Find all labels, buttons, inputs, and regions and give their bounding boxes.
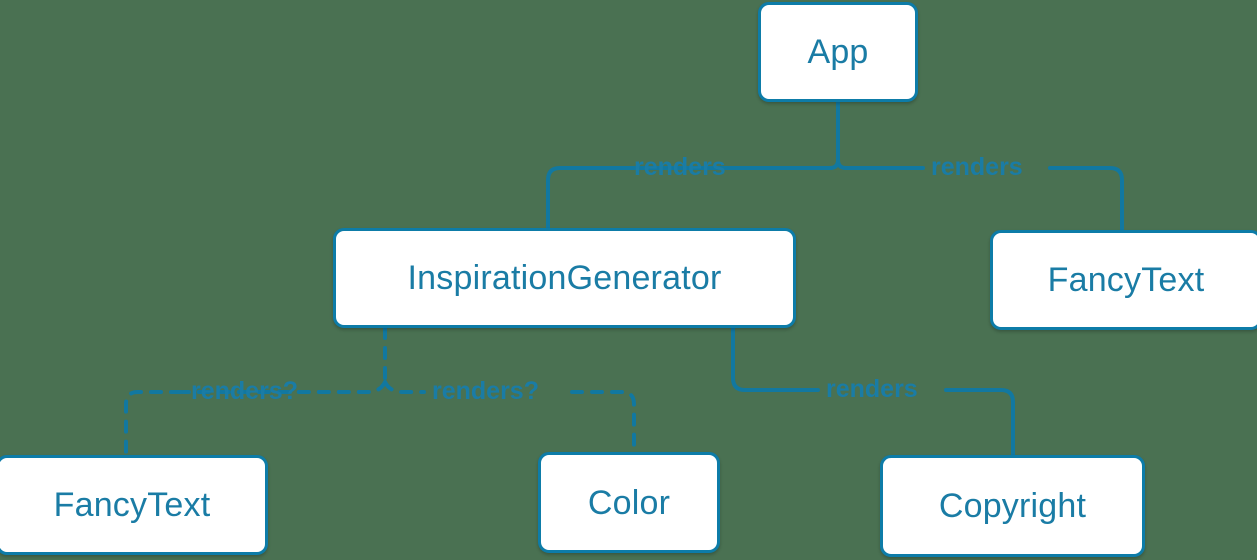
edge-label-inspiration-generator-color: renders? xyxy=(432,377,539,405)
node-fancytext-left[interactable]: FancyText xyxy=(0,455,268,555)
node-app[interactable]: App xyxy=(758,2,918,102)
edge-label-app-inspiration-generator: renders xyxy=(634,153,726,181)
edge-inspgen-fancytext-corner xyxy=(124,390,183,457)
node-color-label: Color xyxy=(587,483,671,522)
edge-label-inspiration-generator-fancytext: renders? xyxy=(191,377,298,405)
node-fancytext-left-label: FancyText xyxy=(53,486,211,524)
edge-inspgen-copyright-corner xyxy=(944,388,1015,457)
edge-inspgen-color xyxy=(383,380,426,394)
edge-label-app-fancytext: renders xyxy=(931,153,1023,181)
node-inspiration-generator[interactable]: InspirationGenerator xyxy=(333,228,796,328)
edge-app-inspgen-corner xyxy=(546,166,628,230)
edge-app-trunk xyxy=(836,100,848,170)
node-fancytext-right[interactable]: FancyText xyxy=(990,230,1257,330)
node-copyright-label: Copyright xyxy=(938,487,1087,525)
edge-inspgen-copyright xyxy=(731,326,820,392)
node-color[interactable]: Color xyxy=(538,452,720,553)
edge-app-fancy-right-corner xyxy=(1048,166,1124,232)
node-copyright[interactable]: Copyright xyxy=(880,455,1145,557)
edge-inspgen-color-corner xyxy=(570,390,636,454)
node-app-label: App xyxy=(807,33,869,71)
node-inspiration-generator-label: InspirationGenerator xyxy=(407,259,722,297)
node-fancytext-right-label: FancyText xyxy=(1047,261,1205,299)
edge-label-inspiration-generator-copyright: renders xyxy=(826,375,918,403)
